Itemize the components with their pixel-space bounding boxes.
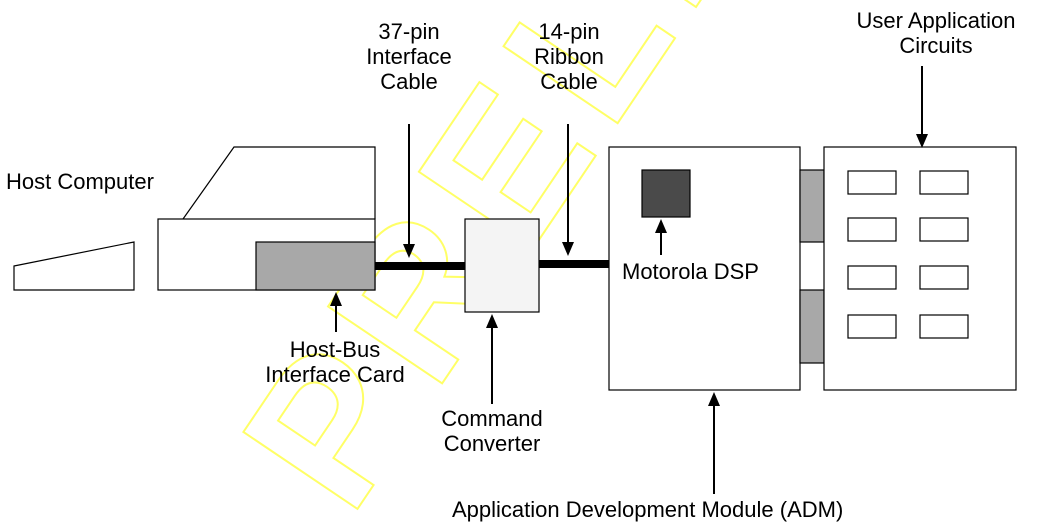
- circuit-slot: [919, 265, 969, 290]
- circuit-slot: [919, 170, 969, 195]
- host-bus-interface-card: [255, 241, 376, 291]
- circuit-slot: [847, 314, 897, 339]
- circuit-slot: [919, 314, 969, 339]
- arrowhead-14-pin: [562, 242, 574, 256]
- label-14-pin-line1: 14-pin: [538, 19, 600, 44]
- label-host-bus-interface-card: Host-Bus Interface Card: [250, 337, 420, 387]
- arrowhead-host-bus: [330, 292, 342, 306]
- label-14-pin-cable: 14-pin Ribbon Cable: [517, 19, 621, 94]
- label-host-bus-line2: Interface Card: [265, 362, 405, 387]
- label-command-converter: Command Converter: [425, 406, 559, 456]
- connector-top: [799, 169, 825, 243]
- 37-pin-interface-cable: [375, 262, 465, 270]
- label-37-pin-line3: Cable: [380, 69, 438, 94]
- label-command-line1: Command: [441, 406, 543, 431]
- label-host-bus-line1: Host-Bus: [289, 337, 381, 362]
- host-computer-lid: [182, 146, 376, 220]
- arrowhead-command-converter: [486, 314, 498, 328]
- label-37-pin-line2: Interface: [366, 44, 452, 69]
- circuit-slot: [919, 217, 969, 242]
- 14-pin-ribbon-cable: [539, 260, 609, 268]
- adm-board: [608, 146, 801, 391]
- circuit-slot: [847, 217, 897, 242]
- label-user-application-circuits: User Application Circuits: [836, 8, 1036, 58]
- label-motorola-dsp: Motorola DSP: [622, 259, 759, 284]
- arrowhead-37-pin: [403, 244, 415, 258]
- keyboard: [13, 241, 135, 291]
- label-adm: Application Development Module (ADM): [452, 497, 844, 522]
- circuit-slot: [847, 170, 897, 195]
- command-converter-box: [464, 218, 540, 313]
- label-user-app-line1: User Application: [856, 8, 1016, 33]
- connector-bottom: [799, 289, 825, 364]
- label-command-line2: Converter: [443, 431, 541, 456]
- label-37-pin-cable: 37-pin Interface Cable: [352, 19, 466, 94]
- label-37-pin-line1: 37-pin: [378, 19, 440, 44]
- user-circuit-slots: [847, 170, 969, 339]
- label-14-pin-line3: Cable: [540, 69, 598, 94]
- circuit-slot: [847, 265, 897, 290]
- arrowhead-user-application: [916, 134, 928, 148]
- label-14-pin-line2: Ribbon: [534, 44, 604, 69]
- motorola-dsp-chip: [641, 169, 691, 218]
- arrowhead-adm: [708, 392, 720, 406]
- pointer-arrows: [330, 66, 928, 494]
- label-host-computer: Host Computer: [6, 169, 154, 194]
- label-user-app-line2: Circuits: [899, 33, 973, 58]
- arrowhead-motorola-dsp: [655, 219, 667, 233]
